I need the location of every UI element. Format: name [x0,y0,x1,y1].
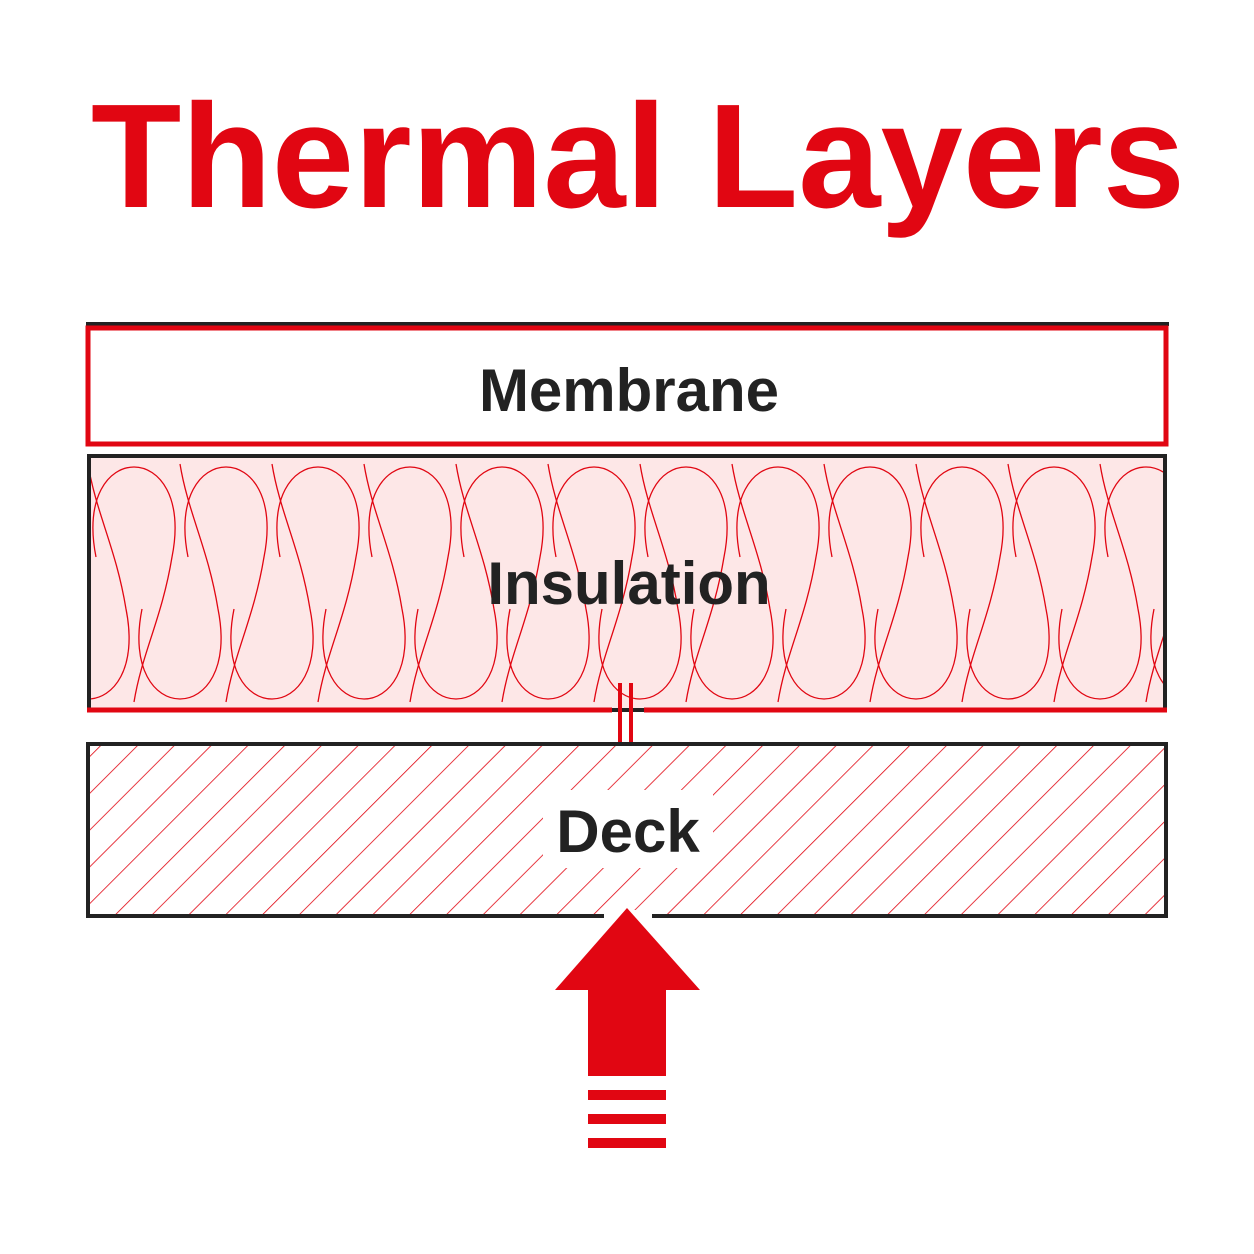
insulation-curve-lower [782,463,866,700]
insulation-curve-lower [506,463,590,700]
arrow-up-icon [555,908,700,1148]
arrow-shaft [588,988,666,1076]
insulation-curve-upper [460,466,544,703]
insulation-curve-lower [966,463,1050,700]
membrane-layer: Membrane [85,322,1169,447]
insulation-curve-upper [368,466,452,703]
arrow-tail-stripe-3 [588,1138,666,1148]
insulation-curve-lower [1150,608,1163,684]
insulation-curve-lower [230,463,314,700]
insulation-curve-upper [92,466,176,703]
insulation-curve-lower [598,463,682,700]
insulation-batt-pattern [1,463,1163,703]
membrane-label: Membrane [479,357,779,424]
insulation-curve-lower [874,463,958,700]
insulation-curve-lower [1058,463,1142,700]
membrane-box [85,325,1169,447]
arrow-tail-stripe-2 [588,1114,666,1124]
insulation-curve-upper [1012,466,1096,703]
diagram-title: Thermal Layers [91,74,1185,239]
insulation-curve-lower [322,463,406,700]
insulation-curve-upper [828,466,912,703]
insulation-curve-upper [644,466,728,703]
insulation-label: Insulation [487,550,770,617]
insulation-curve-upper [552,466,636,703]
insulation-curve-upper [736,466,820,703]
deck-label: Deck [556,798,700,865]
deck-layer: Deck [86,742,1168,922]
insulation-curve-upper [276,466,360,703]
insulation-curve-lower [138,463,222,700]
deck-label-backdrop [543,790,713,868]
arrow-head [555,908,700,990]
insulation-layer: Insulation [1,454,1167,742]
insulation-curve-upper [1104,466,1163,703]
arrow-tail-stripe-1 [588,1090,666,1100]
insulation-curve-lower [91,476,130,700]
insulation-curve-upper [184,466,268,703]
insulation-curve-lower [414,463,498,700]
insulation-curve-upper [1,467,83,702]
insulation-curve-lower [690,463,774,700]
deck-box [86,742,1168,918]
insulation-curve-upper [920,466,1004,703]
